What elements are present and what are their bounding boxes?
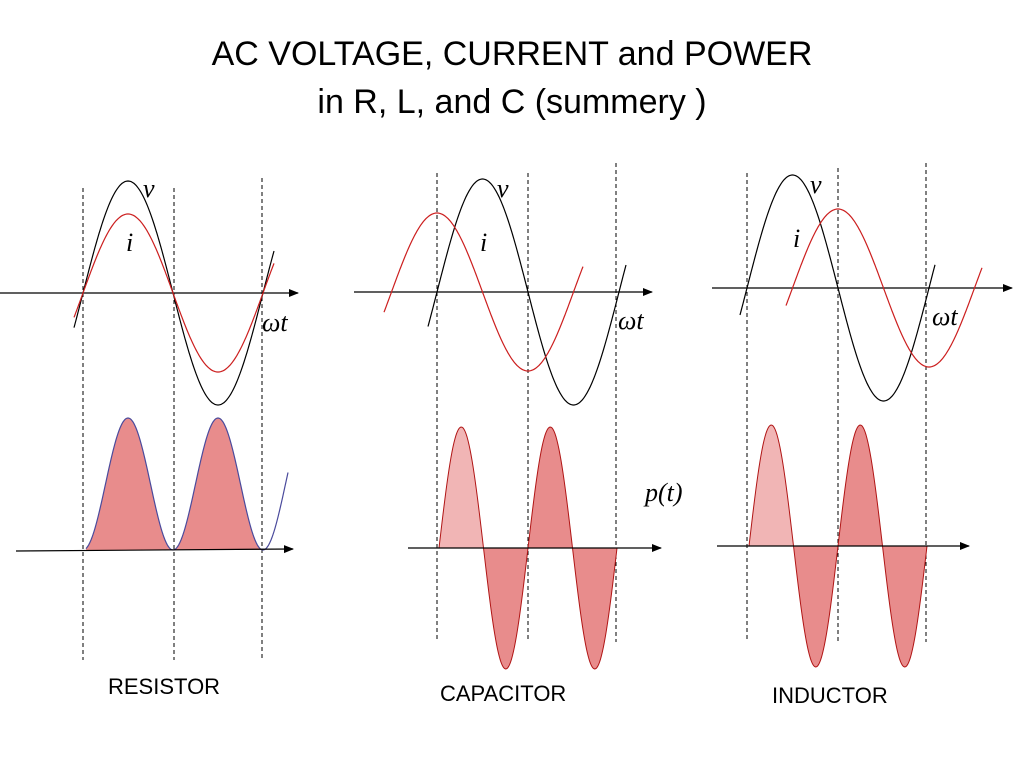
- resistor-current-label: i: [126, 228, 133, 257]
- slide-title-line1: AC VOLTAGE, CURRENT and POWER: [211, 35, 813, 73]
- power-lobe: [571, 547, 618, 670]
- power-lobe: [527, 426, 574, 549]
- power-label: p(t): [643, 478, 683, 507]
- power-lobe: [792, 545, 839, 668]
- slide-title-line2: in R, L, and C (summery ): [317, 83, 707, 121]
- resistor-label: RESISTOR: [108, 674, 220, 699]
- inductor-voltage-label: v: [810, 170, 822, 199]
- capacitor-current-label: i: [480, 228, 487, 257]
- resistor-power-axis: [15, 545, 294, 554]
- capacitor-time-symbol: t: [636, 306, 644, 335]
- resistor-omega-t-label: ωt: [262, 308, 288, 337]
- inductor-omega-t-label: ωt: [932, 302, 958, 331]
- power-lobe: [837, 424, 884, 547]
- inductor-panel: v i ωt INDUCTOR: [712, 163, 1013, 708]
- resistor-time-symbol: t: [280, 308, 288, 337]
- resistor-power-fill: [86, 418, 264, 550]
- resistor-voltage-label: v: [143, 174, 155, 203]
- capacitor-omega-symbol: ω: [618, 306, 636, 335]
- resistor-panel: v i ωt RESISTOR: [0, 174, 299, 699]
- inductor-voltage-wave: [739, 174, 936, 402]
- power-lobe: [438, 426, 485, 549]
- power-lobe: [748, 424, 795, 547]
- inductor-current-wave: [785, 208, 983, 368]
- inductor-time-symbol: t: [950, 302, 958, 331]
- capacitor-voltage-label: v: [497, 174, 509, 203]
- power-lobe: [482, 547, 529, 670]
- resistor-omega-symbol: ω: [262, 308, 280, 337]
- capacitor-omega-t-label: ωt: [618, 306, 644, 335]
- resistor-current-wave: [73, 213, 275, 373]
- resistor-power-curve: [85, 417, 289, 551]
- inductor-label: INDUCTOR: [772, 683, 888, 708]
- capacitor-power-lobes: [438, 426, 618, 670]
- capacitor-panel: v i ωt p(t) CAPACITOR: [354, 163, 683, 706]
- inductor-power-lobes: [748, 424, 928, 668]
- inductor-current-label: i: [793, 224, 800, 253]
- power-lobe: [881, 545, 928, 668]
- capacitor-voltage-wave: [427, 178, 627, 406]
- inductor-omega-symbol: ω: [932, 302, 950, 331]
- capacitor-label: CAPACITOR: [440, 681, 566, 706]
- capacitor-current-wave: [383, 212, 584, 372]
